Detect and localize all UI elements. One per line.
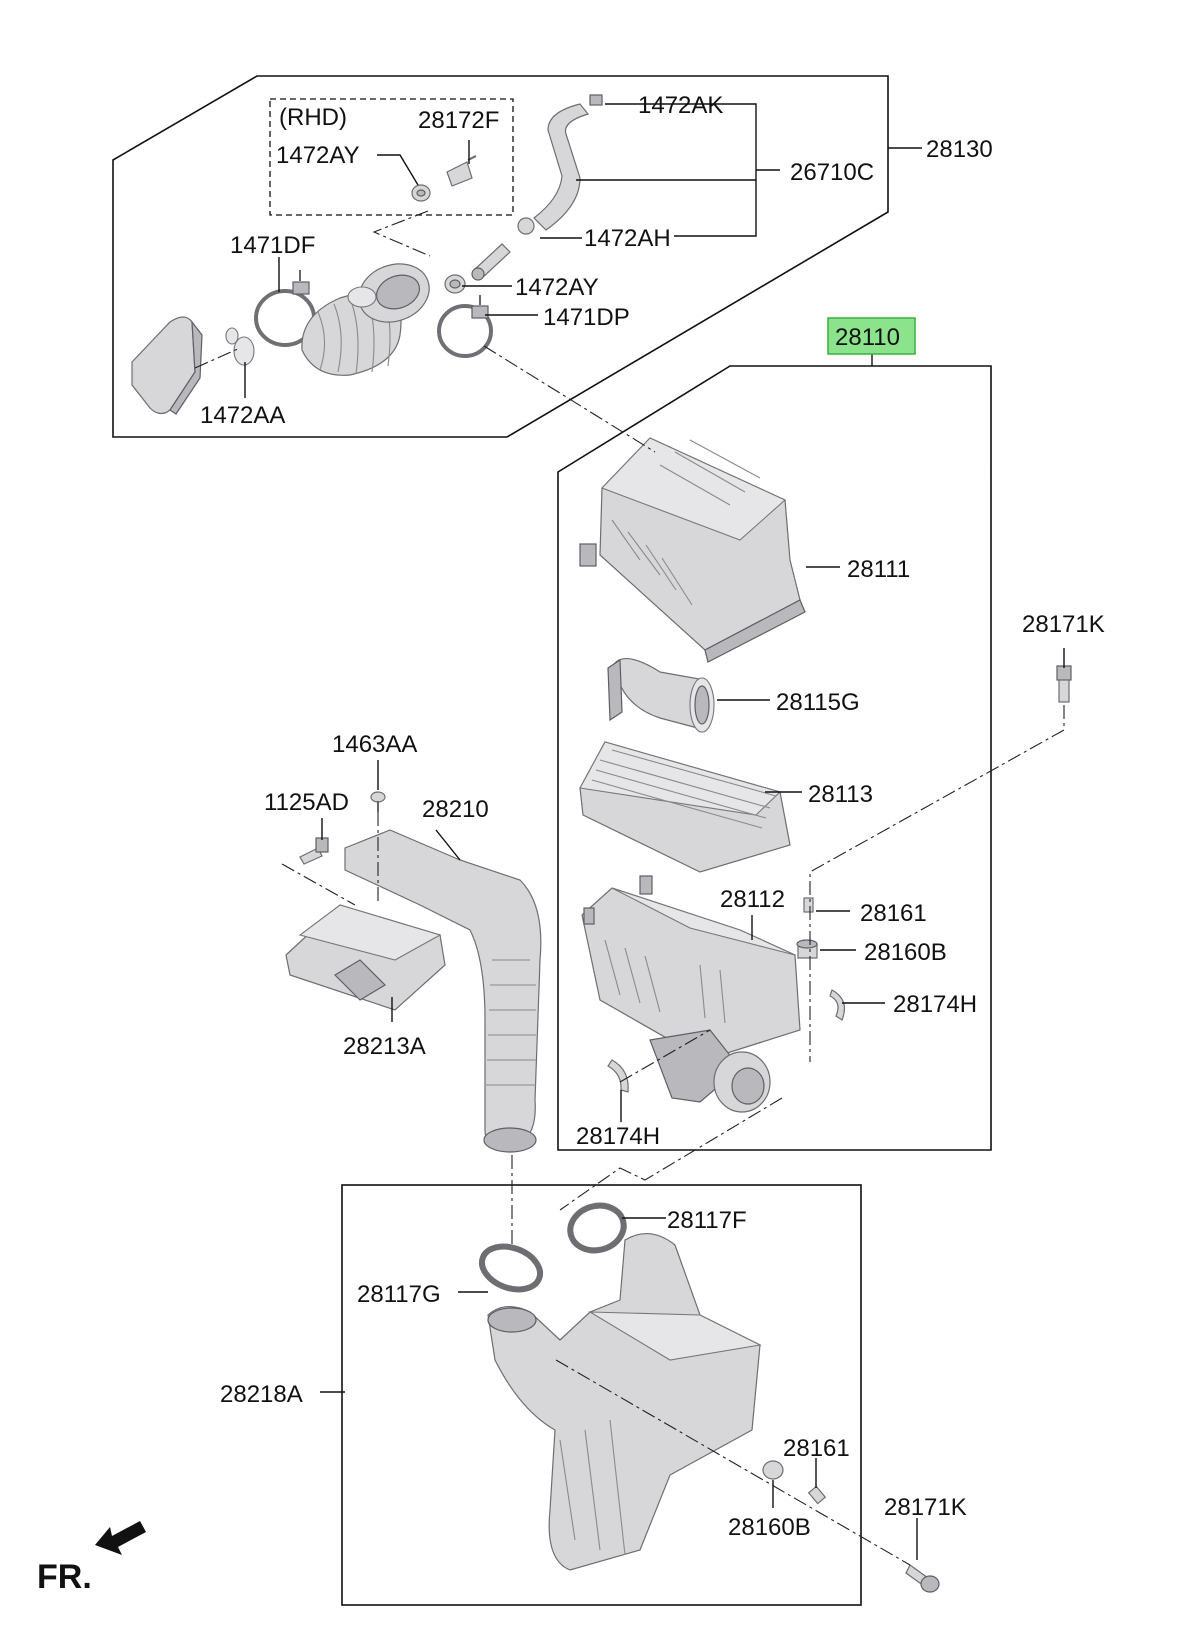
bolt-28171K-a-part	[1056, 665, 1072, 703]
label-28161-upper[interactable]: 28161	[860, 900, 927, 927]
label-1472AH[interactable]: 1472AH	[584, 225, 671, 252]
label-28115G[interactable]: 28115G	[776, 689, 860, 716]
label-28113[interactable]: 28113	[808, 781, 873, 808]
air-filter-element-part	[579, 741, 791, 873]
label-28171K-lower[interactable]: 28171K	[884, 1494, 967, 1521]
label-28112[interactable]: 28112	[720, 886, 785, 913]
label-26710C[interactable]: 26710C	[790, 159, 874, 186]
clamp-1472AY-upper-part	[411, 184, 431, 202]
label-1471DF[interactable]: 1471DF	[230, 232, 315, 259]
label-1463AA[interactable]: 1463AA	[332, 731, 417, 758]
frame-28130-group	[112, 75, 889, 438]
clamp-1471DP-part	[437, 295, 493, 358]
rhd-label: (RHD)	[279, 104, 347, 131]
clip-28174H-b-part	[607, 1059, 629, 1093]
fitting-part	[471, 243, 511, 281]
label-28160B-lower[interactable]: 28160B	[728, 1514, 811, 1541]
clamp-1472AA-part	[225, 327, 255, 366]
label-28160B-upper[interactable]: 28160B	[864, 939, 947, 966]
bolt-1125AD-part	[299, 837, 329, 865]
frame-rhd-group	[269, 98, 514, 216]
label-28130[interactable]: 28130	[926, 136, 993, 163]
front-direction-arrow-icon	[95, 1521, 146, 1555]
label-28174H-right[interactable]: 28174H	[893, 991, 977, 1018]
label-28110[interactable]: 28110	[835, 324, 900, 351]
assembly-line-10	[555, 1359, 911, 1566]
assembly-line-8	[281, 863, 356, 906]
label-28171K-upper[interactable]: 28171K	[1022, 611, 1105, 638]
label-28111[interactable]: 28111	[847, 556, 910, 583]
label-28161-lower[interactable]: 28161	[783, 1435, 850, 1462]
seal-28117F-part	[567, 1202, 627, 1254]
intake-duct-28210-part	[344, 829, 542, 1153]
air-cleaner-body-28112-part	[581, 875, 801, 1113]
grommet-28161-a-part	[803, 897, 814, 913]
bolt-28171K-b-part	[905, 1564, 940, 1593]
seal-28117G-part	[478, 1243, 544, 1293]
assembly-line-5	[619, 1029, 711, 1083]
label-28210[interactable]: 28210	[422, 796, 489, 823]
assembly-line-2	[194, 347, 241, 369]
leader-lines	[244, 103, 1065, 1560]
frame-28110-group	[557, 365, 992, 1151]
intake-hose-part	[301, 263, 430, 376]
breather-hose-26710C-part	[533, 94, 603, 231]
front-direction-label: FR.	[37, 1558, 92, 1596]
assembly-line-6	[559, 1097, 783, 1211]
label-28172F[interactable]: 28172F	[418, 107, 499, 134]
label-1471DP[interactable]: 1471DP	[543, 304, 630, 331]
resonator-28218A-part	[487, 1233, 762, 1571]
label-1472AY-lower[interactable]: 1472AY	[515, 274, 599, 301]
assembly-line-3	[483, 345, 656, 453]
label-28218A[interactable]: 28218A	[220, 1381, 303, 1408]
inlet-28213A-part	[285, 904, 446, 1011]
grommet-28161-b-part	[807, 1485, 827, 1505]
clamp-1472AH-part	[517, 217, 535, 235]
label-28213A[interactable]: 28213A	[343, 1033, 426, 1060]
connector-28172F-part	[446, 155, 477, 187]
label-28174H-left[interactable]: 28174H	[576, 1123, 660, 1150]
air-cleaner-upper-cover-part	[579, 437, 806, 663]
label-28117G[interactable]: 28117G	[357, 1281, 441, 1308]
highlight-28110-box	[827, 317, 916, 355]
clip-28174H-a-part	[829, 989, 845, 1021]
label-28117F[interactable]: 28117F	[667, 1207, 747, 1234]
frame-28218A-group	[341, 1184, 862, 1606]
label-1472AK[interactable]: 1472AK	[638, 92, 723, 119]
clip-1463AA-part	[370, 791, 386, 812]
label-1472AY-upper[interactable]: 1472AY	[276, 142, 360, 169]
assembly-line-4	[809, 705, 1065, 1062]
air-duct-28115G-part	[607, 657, 715, 733]
grommet-28160B-b-part	[762, 1460, 784, 1480]
resonator-cover-part	[131, 316, 203, 415]
clamp-1472AY-lower-part	[444, 274, 466, 294]
assembly-line-1	[372, 210, 431, 257]
grommet-28160B-a-part	[796, 939, 818, 959]
label-1472AA[interactable]: 1472AA	[200, 402, 285, 429]
label-1125AD[interactable]: 1125AD	[264, 789, 349, 816]
